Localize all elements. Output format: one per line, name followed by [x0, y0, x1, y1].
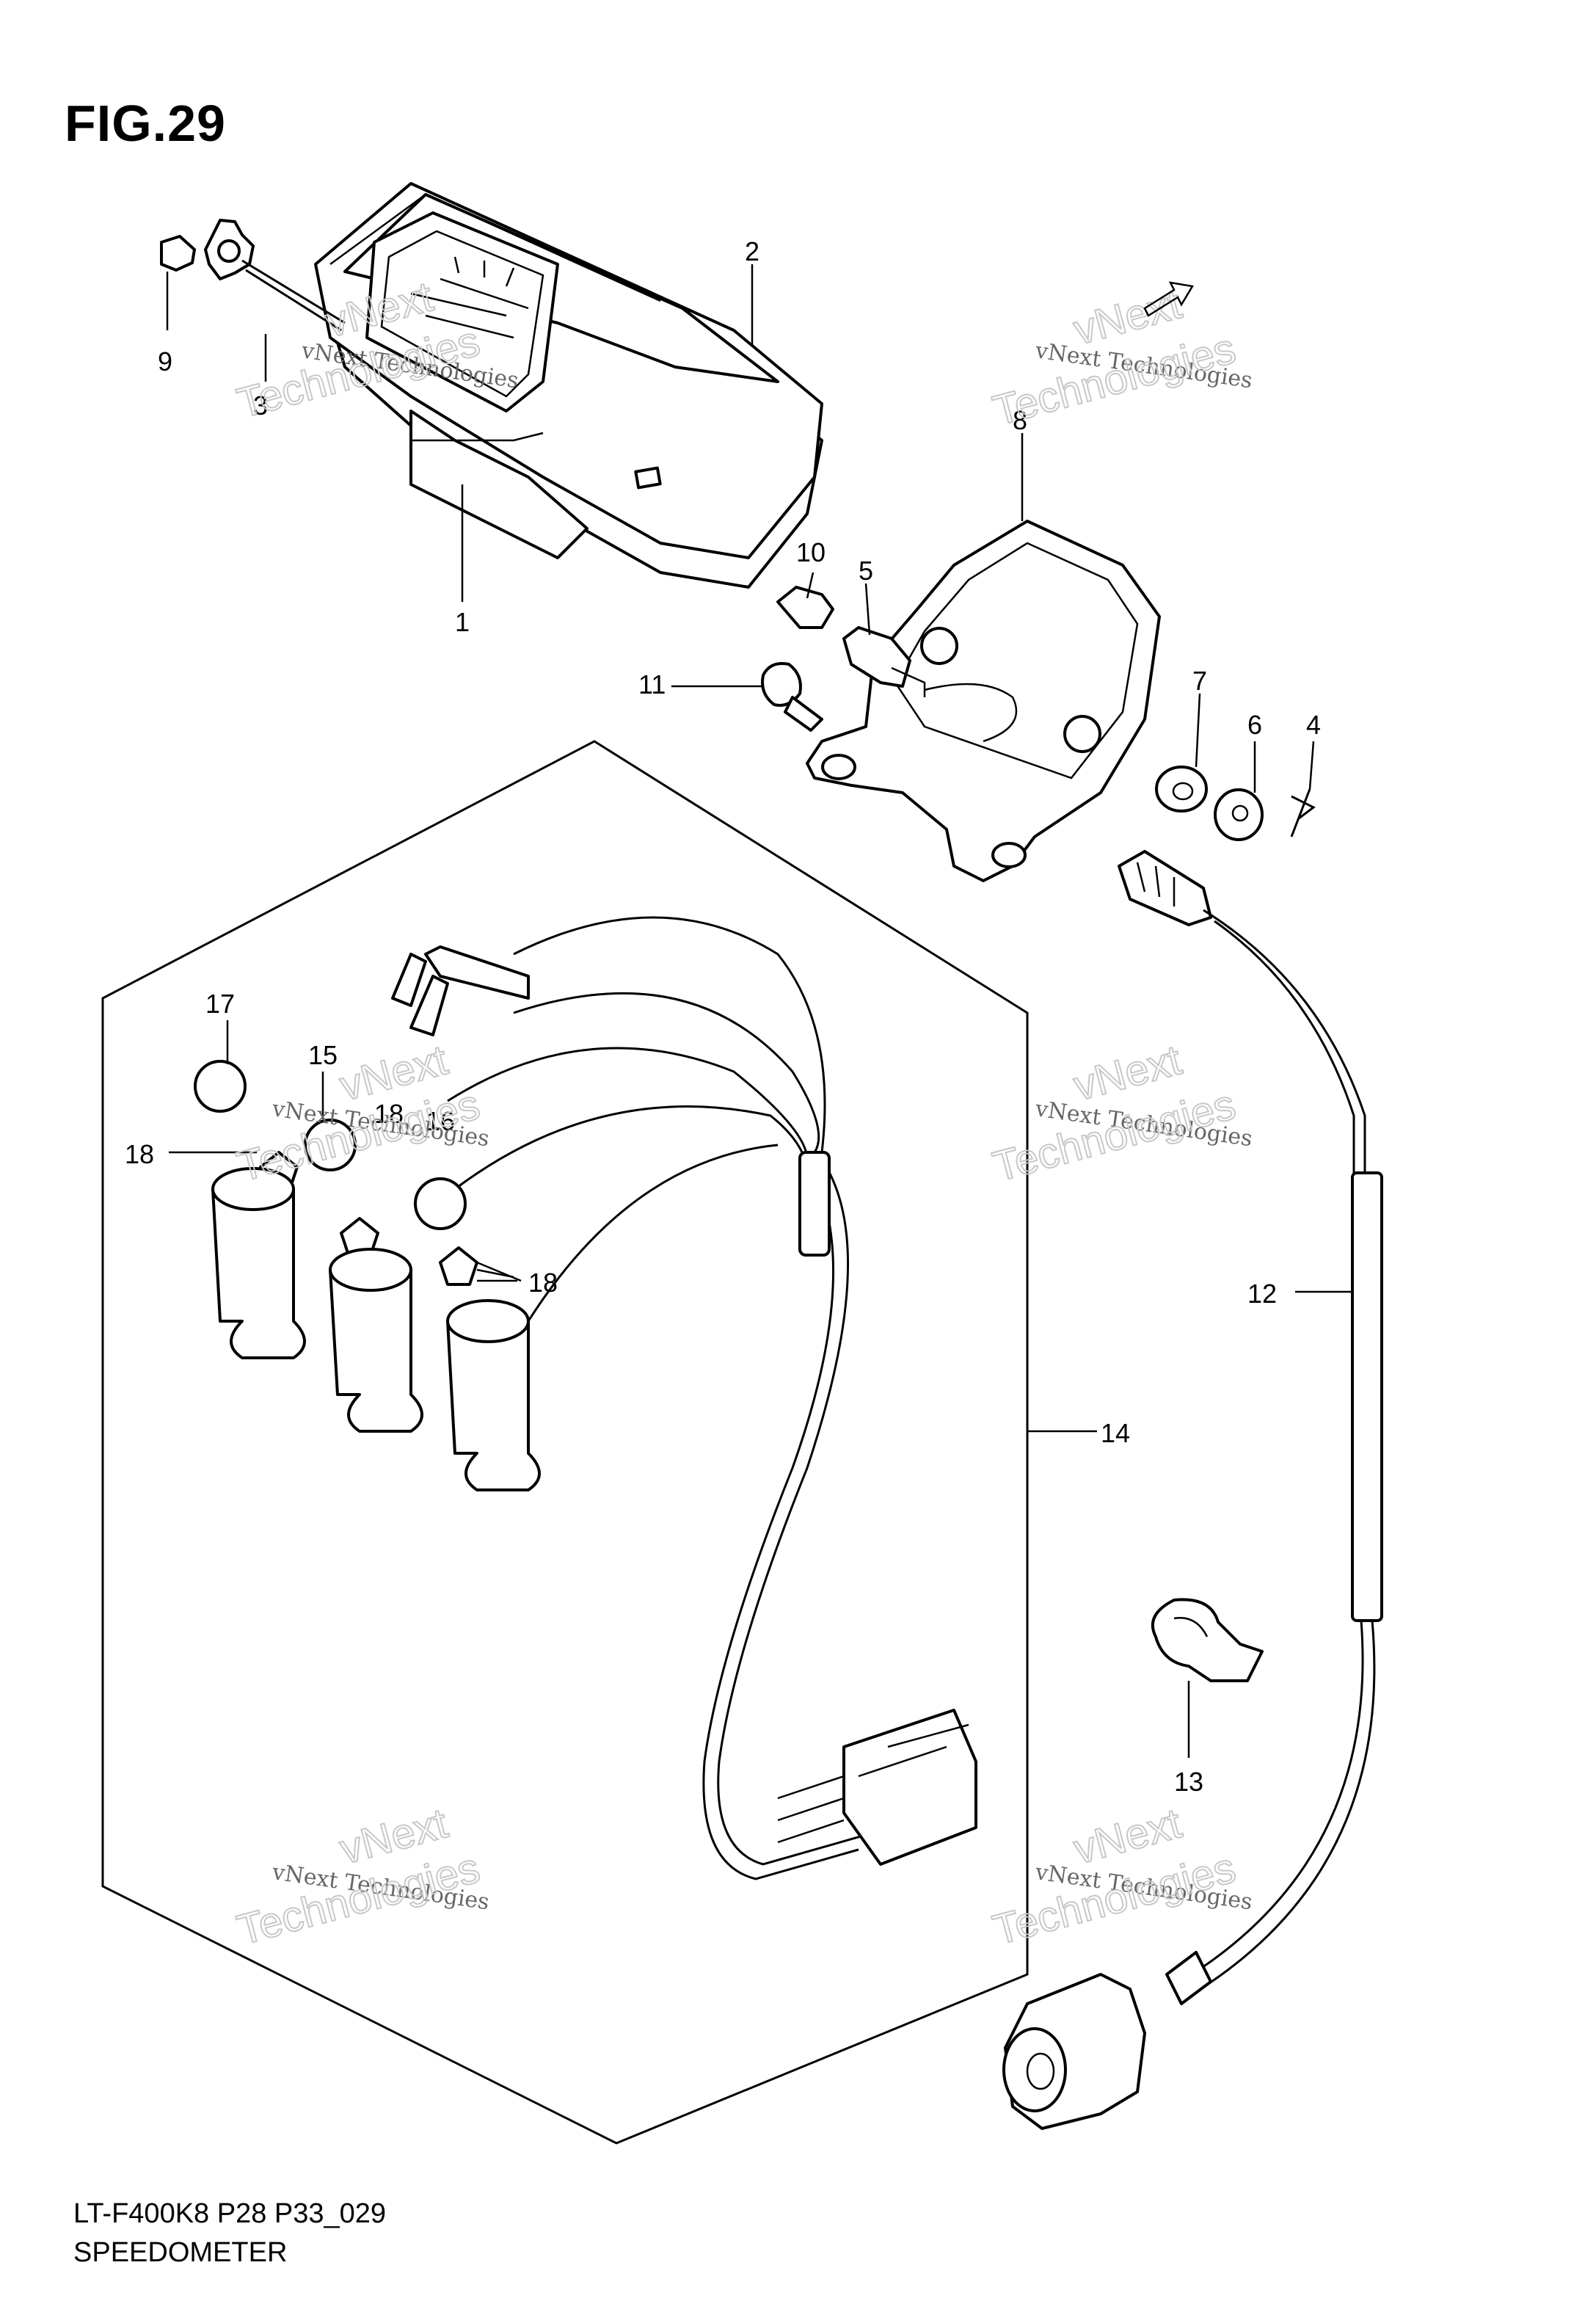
- callout-12: 12: [1247, 1279, 1277, 1309]
- callout-labels: 1 2 3 4 5 6 7 8 9 10 11 12 13 14 15 16 1…: [125, 236, 1321, 1797]
- speedometer-housing: [314, 182, 823, 589]
- figure-title: FIG.29: [65, 95, 226, 152]
- callout-9: 9: [158, 346, 172, 377]
- callout-11: 11: [638, 669, 666, 699]
- bulb-socket-screw: [761, 586, 926, 732]
- callout-4: 4: [1306, 710, 1321, 740]
- callout-18-left: 18: [125, 1139, 154, 1169]
- callout-5: 5: [859, 556, 873, 586]
- callout-15: 15: [308, 1040, 338, 1070]
- callout-18-middle: 18: [374, 1099, 404, 1129]
- callout-6: 6: [1247, 710, 1262, 740]
- callout-18-right: 18: [528, 1268, 558, 1298]
- callout-7: 7: [1192, 666, 1207, 696]
- callout-14: 14: [1101, 1418, 1130, 1448]
- next-arrow-stamp: [1143, 281, 1195, 317]
- wiring-harness: [391, 916, 977, 1880]
- bulb-sockets: [194, 1060, 541, 1491]
- washers-and-clip: [1155, 766, 1316, 841]
- gear-and-shaft: [160, 219, 346, 332]
- cable-clamp: [1151, 1598, 1264, 1682]
- leader-lines: [166, 264, 1352, 1758]
- callout-13: 13: [1174, 1767, 1203, 1797]
- callout-16: 16: [426, 1106, 455, 1136]
- callout-1: 1: [455, 607, 470, 637]
- figure-name: SPEEDOMETER: [73, 2237, 288, 2268]
- bracket: [806, 520, 1161, 882]
- callout-3: 3: [253, 390, 268, 421]
- harness-kit-boundary: [101, 740, 1029, 2145]
- callout-10: 10: [796, 537, 826, 567]
- callout-17: 17: [205, 989, 235, 1019]
- figure-code: LT-F400K8 P28 P33_029: [73, 2198, 387, 2229]
- speedometer-cable: [1002, 850, 1383, 2130]
- callout-2: 2: [745, 236, 759, 266]
- callout-8: 8: [1013, 405, 1027, 435]
